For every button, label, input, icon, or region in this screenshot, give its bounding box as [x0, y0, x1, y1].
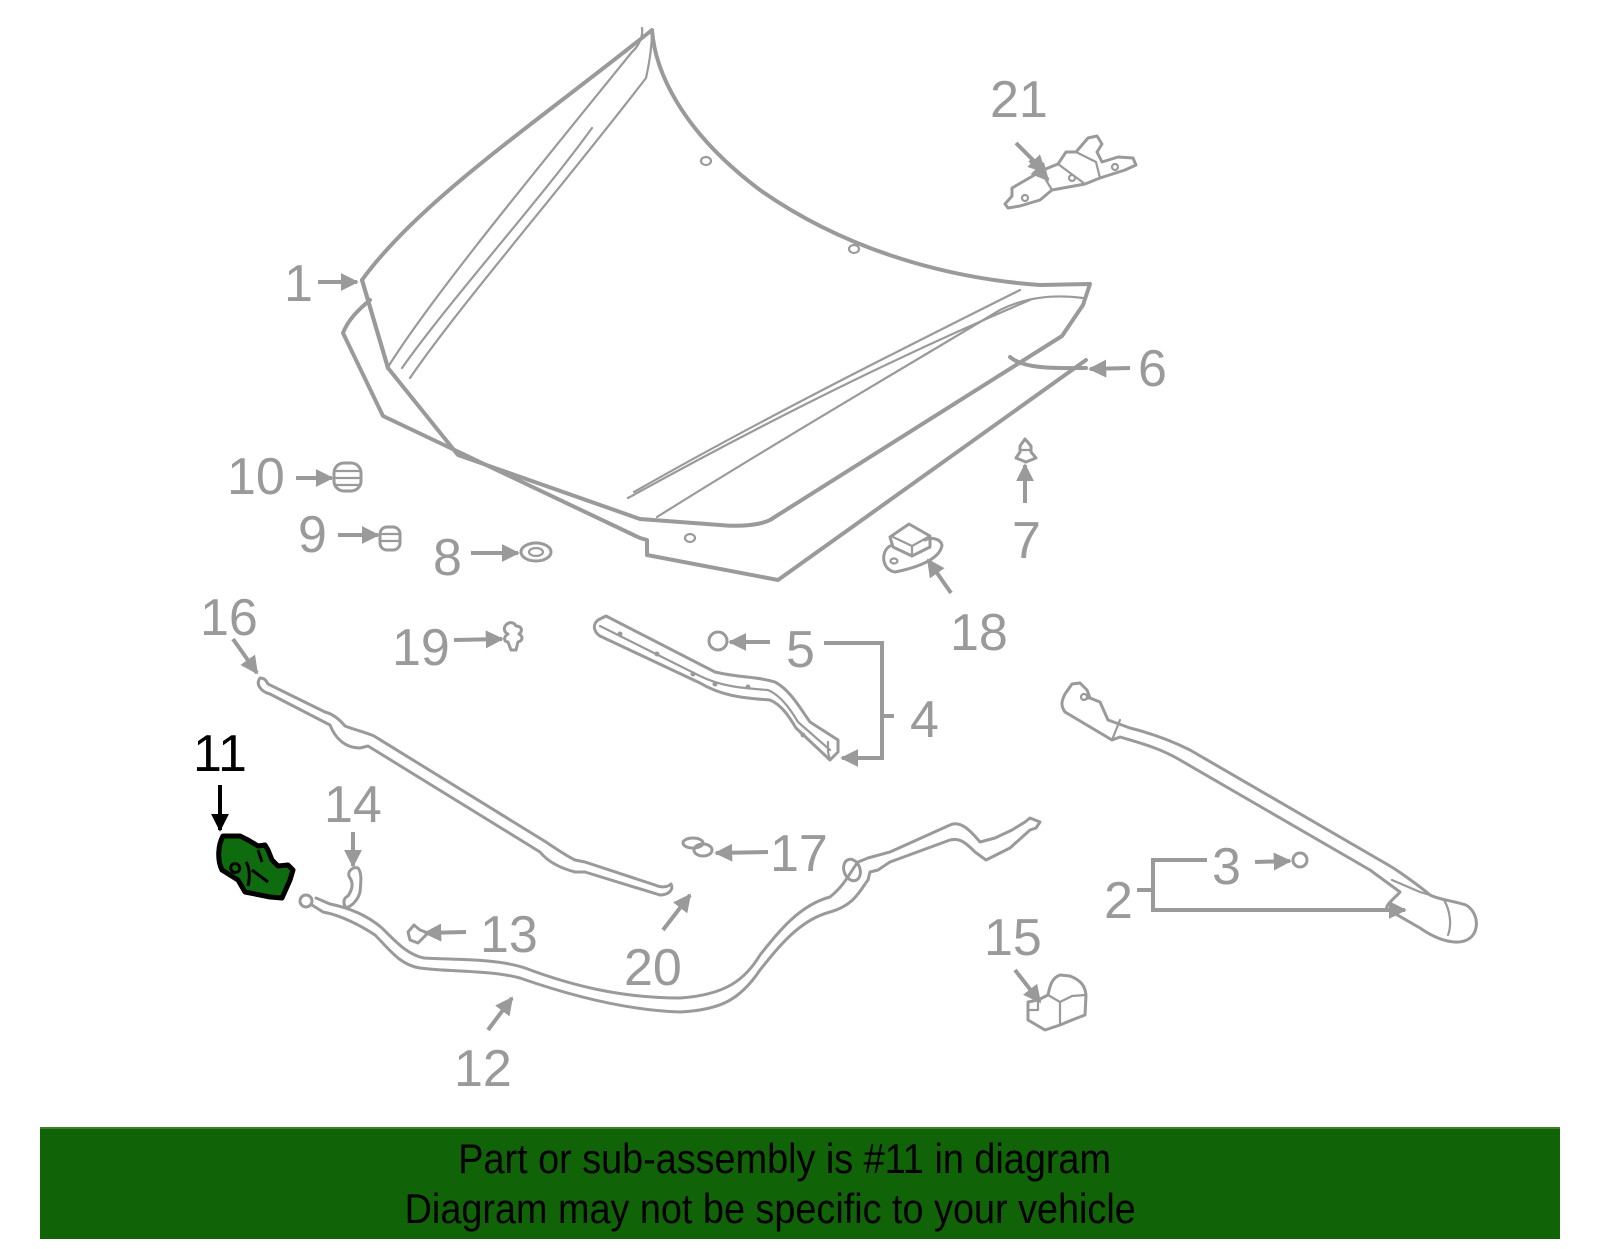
callout-2: 2 — [1104, 872, 1133, 930]
part-info-banner: Part or sub-assembly is #11 in diagram D… — [40, 1127, 1560, 1239]
rod-holder-part-18[interactable] — [882, 522, 944, 574]
callout-10: 10 — [227, 448, 285, 506]
support-pin-part-5[interactable] — [707, 630, 729, 652]
callout-12: 12 — [454, 1040, 512, 1098]
callout-5: 5 — [786, 621, 815, 679]
hood-panel-part[interactable] — [341, 26, 1092, 582]
cable-clip-part-14[interactable] — [342, 866, 363, 910]
callout-3: 3 — [1212, 838, 1241, 896]
callout-15: 15 — [984, 909, 1042, 967]
banner-disclaimer-text: Diagram may not be specific to your vehi… — [404, 1185, 1136, 1232]
callout-17: 17 — [770, 825, 828, 883]
callout-8: 8 — [433, 529, 462, 587]
cable-clip-part-13[interactable] — [406, 923, 430, 945]
callout-4: 4 — [910, 691, 939, 749]
latch-support-part-4[interactable] — [592, 614, 840, 762]
callout-6: 6 — [1138, 340, 1167, 398]
banner-part-number-text: Part or sub-assembly is #11 in diagram — [458, 1135, 1112, 1182]
clip-part-7[interactable] — [1014, 437, 1038, 464]
callout-1: 1 — [284, 255, 313, 313]
hood-latch-part-11[interactable] — [216, 833, 296, 901]
bumper-part-9[interactable] — [378, 525, 402, 552]
prop-rod-part-16[interactable] — [256, 676, 674, 897]
clip-part-19[interactable] — [502, 621, 524, 652]
bumper-part-10[interactable] — [332, 461, 363, 493]
release-handle-part-15[interactable] — [1026, 973, 1088, 1032]
clip-part-17[interactable] — [681, 836, 714, 858]
callout-16: 16 — [200, 589, 258, 647]
hood-hinge-part[interactable] — [1003, 134, 1138, 210]
callout-13: 13 — [480, 906, 538, 964]
callout-21: 21 — [990, 71, 1048, 129]
grommet-part-8[interactable] — [519, 541, 553, 563]
callout-11-highlighted: 11 — [193, 725, 247, 783]
callout-arrows — [211, 141, 1407, 1032]
callout-labels: 1 2 3 4 5 6 7 8 9 10 11 12 13 14 15 16 1… — [193, 71, 1241, 1098]
callout-19: 19 — [392, 619, 450, 677]
callout-20: 20 — [624, 939, 682, 997]
hood-support-rod-part-2[interactable] — [1060, 681, 1478, 944]
callout-9: 9 — [298, 506, 327, 564]
callout-7: 7 — [1012, 512, 1041, 570]
callout-18: 18 — [950, 604, 1008, 662]
callout-14: 14 — [324, 776, 382, 834]
rod-grommet-part-3[interactable] — [1291, 851, 1309, 869]
release-cable-part-12[interactable] — [298, 816, 1042, 1014]
